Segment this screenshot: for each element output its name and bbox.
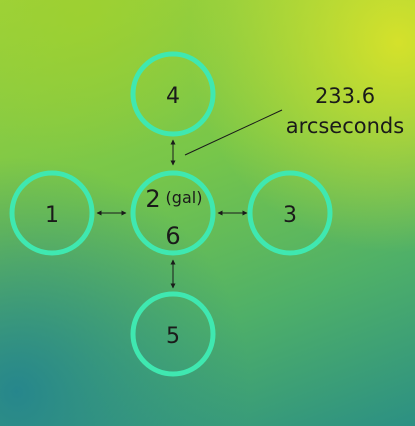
node-top-label: 4	[166, 84, 180, 109]
annotation-value: 233.6	[315, 84, 375, 108]
node-left	[9, 170, 95, 256]
node-center-bottom-label: 6	[165, 222, 180, 250]
node-bottom-label: 5	[166, 324, 180, 349]
node-right-label: 3	[283, 203, 297, 228]
node-bottom	[130, 291, 216, 377]
annotation-unit: arcseconds	[286, 114, 404, 138]
node-center-label: 2	[145, 185, 160, 213]
node-center-sublabel: (gal)	[166, 188, 203, 207]
node-center	[130, 170, 216, 256]
annotation-leader-line	[184, 109, 283, 156]
node-left-label: 1	[45, 203, 59, 228]
node-top	[130, 51, 216, 137]
node-right	[247, 170, 333, 256]
